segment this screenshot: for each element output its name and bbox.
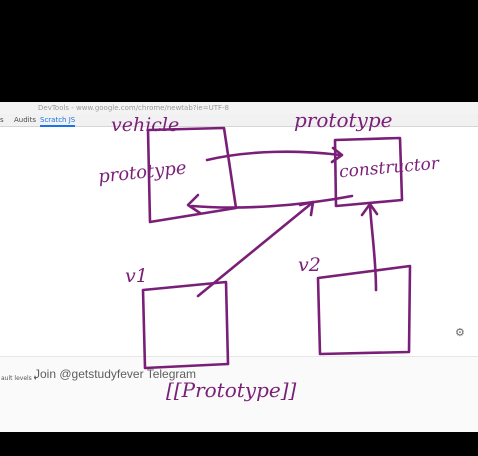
gear-icon[interactable]: ⚙ xyxy=(455,327,465,339)
label-v2: v2 xyxy=(298,254,321,276)
label-prototype-object: prototype xyxy=(294,108,393,132)
tab-audits[interactable]: Audits xyxy=(14,116,37,124)
label-v1: v1 xyxy=(125,265,148,287)
letterbox-bottom xyxy=(0,432,478,456)
watermark-text: Join @getstudyfever Telegram xyxy=(34,367,197,381)
label-internal-prototype: [[Prototype]] xyxy=(166,378,297,402)
window-title: DevTools - www.google.com/chrome/newtab?… xyxy=(0,102,478,114)
letterbox-top xyxy=(0,0,478,102)
devtools-tabbar: s Audits Scratch JS xyxy=(0,114,478,127)
console-level-select[interactable]: ault levels ▾ xyxy=(1,375,37,382)
console-drawer: ault levels ▾ Join @getstudyfever Telegr… xyxy=(0,356,478,432)
tab-scratch-js[interactable]: Scratch JS xyxy=(40,114,76,127)
tab-partial[interactable]: s xyxy=(0,116,4,124)
label-vehicle: vehicle xyxy=(111,114,180,136)
window-title-text: DevTools - www.google.com/chrome/newtab?… xyxy=(38,104,230,112)
